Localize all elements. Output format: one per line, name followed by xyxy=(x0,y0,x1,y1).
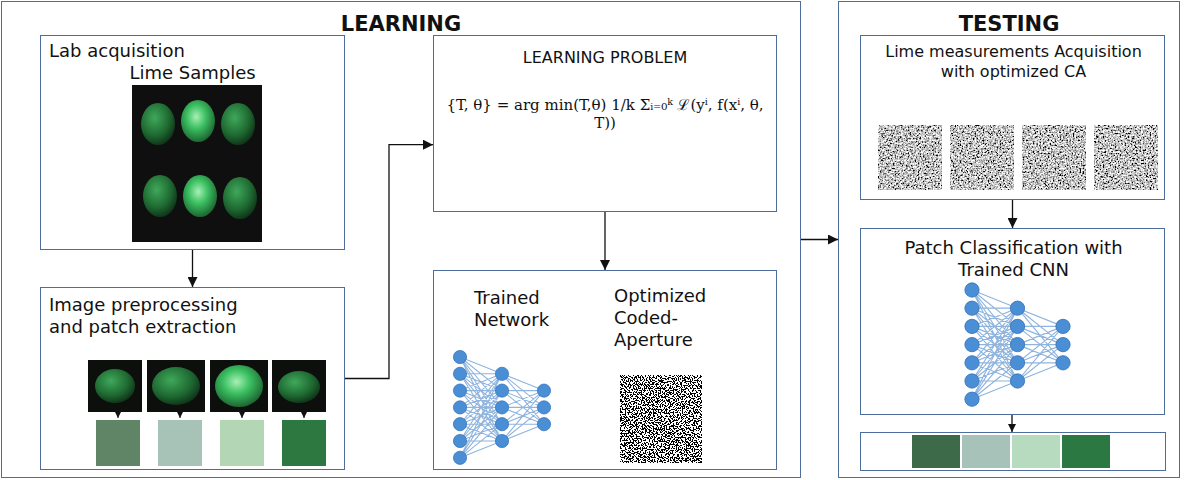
patch xyxy=(282,420,326,466)
flow-arrow xyxy=(801,239,838,240)
lime xyxy=(223,177,257,219)
lime xyxy=(278,371,320,403)
box-heading: LEARNING PROBLEM xyxy=(434,48,776,68)
photo-background xyxy=(132,85,262,242)
testing-panel: TESTING Lime measurements Acquisition wit… xyxy=(838,1,1180,478)
lime xyxy=(141,103,175,145)
small-arrow xyxy=(304,412,305,418)
thumbnail xyxy=(272,360,326,412)
box-heading: Patch Classification with Trained CNN xyxy=(891,237,1136,281)
small-arrow xyxy=(242,412,243,418)
learning-problem-box: LEARNING PROBLEM {T, θ} = arg min(T,θ) 1/… xyxy=(433,35,777,212)
patch xyxy=(1012,435,1060,468)
learning-panel: LEARNINGLab acquisitionLime SamplesImage… xyxy=(1,1,801,478)
lime xyxy=(183,175,217,217)
measurement-box: Lime measurements Acquisition with optim… xyxy=(860,35,1165,200)
flow-arrow xyxy=(192,250,193,287)
preprocessing-box: Image preprocessing and patch extraction xyxy=(40,287,345,470)
flow-arrow xyxy=(1012,200,1013,228)
box-heading: Lime measurements Acquisition with optim… xyxy=(881,42,1146,81)
box-text: Optimized Coded-Aperture xyxy=(614,285,754,351)
thumbnail xyxy=(147,360,205,412)
lime xyxy=(143,175,177,217)
thumbnail xyxy=(210,360,268,412)
patch xyxy=(1062,435,1110,468)
small-arrow xyxy=(118,412,119,418)
acquisition-box: Lab acquisitionLime Samples xyxy=(40,35,345,250)
formula: {T, θ} = arg min(T,θ) 1/k Σᵢ₌₀ᵏ ℒ(yⁱ, f(… xyxy=(440,96,770,133)
result-arrow xyxy=(1011,415,1012,432)
neural-network xyxy=(965,283,1070,407)
measurement-image xyxy=(1022,125,1086,190)
patch xyxy=(96,420,140,466)
coded-aperture xyxy=(620,375,702,463)
lime xyxy=(181,100,215,142)
lime xyxy=(152,367,200,405)
thumbnail-arrows xyxy=(118,412,304,418)
output-box: Trained Network Optimized Coded-Aperture xyxy=(433,270,777,470)
box-heading: TESTING xyxy=(839,12,1179,38)
box-heading: LEARNING xyxy=(2,12,800,38)
patches xyxy=(96,420,326,466)
flow-arrow xyxy=(345,145,433,379)
patch xyxy=(962,435,1010,468)
neural-network xyxy=(453,350,550,464)
measurements xyxy=(878,125,1158,190)
patch xyxy=(912,435,960,468)
box-heading: Trained Network xyxy=(474,287,574,331)
measurement-image xyxy=(1094,125,1158,190)
patch xyxy=(220,420,264,466)
box-heading: Lab acquisition xyxy=(49,40,334,62)
lime xyxy=(95,369,135,403)
measurement-image xyxy=(950,125,1014,190)
classification-box: Patch Classification with Trained CNN xyxy=(860,228,1165,415)
lime xyxy=(221,103,255,145)
patch xyxy=(158,420,202,466)
result-patches xyxy=(912,435,1110,468)
lime-photo xyxy=(132,85,262,242)
lime-thumbnails xyxy=(88,360,326,412)
box-text: Lime Samples xyxy=(41,62,344,84)
thumbnail xyxy=(88,360,142,412)
flow-arrow xyxy=(604,212,605,270)
small-arrow xyxy=(180,412,181,418)
box-heading: Image preprocessing and patch extraction xyxy=(49,294,277,338)
lime xyxy=(215,365,263,407)
measurement-image xyxy=(878,125,942,190)
result-strip xyxy=(861,433,1166,471)
